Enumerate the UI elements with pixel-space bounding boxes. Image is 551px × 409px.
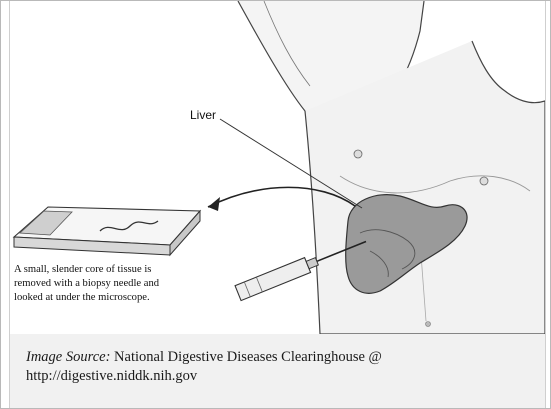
biopsy-caption: A small, slender core of tissue is remov… [14,263,204,305]
nipple-right [480,177,488,185]
image-source-url: http://digestive.niddk.nih.gov [26,368,197,384]
nipple-left [354,150,362,158]
image-source-text: Image Source: National Digestive Disease… [26,348,526,386]
caption-line: A small, slender core of tissue is [14,263,204,277]
caption-line: removed with a biopsy needle and [14,277,204,291]
image-source-name: National Digestive Diseases Clearinghous… [110,349,381,365]
image-source-label: Image Source: [26,349,110,365]
navel [426,322,431,327]
caption-line: looked at under the microscope. [14,291,204,305]
image-source-bar: Image Source: National Digestive Disease… [9,334,546,408]
microscope-slide [14,207,200,255]
liver-biopsy-illustration: Liver A small, slender core of tissue is… [9,1,546,334]
liver-label: Liver [190,108,216,122]
